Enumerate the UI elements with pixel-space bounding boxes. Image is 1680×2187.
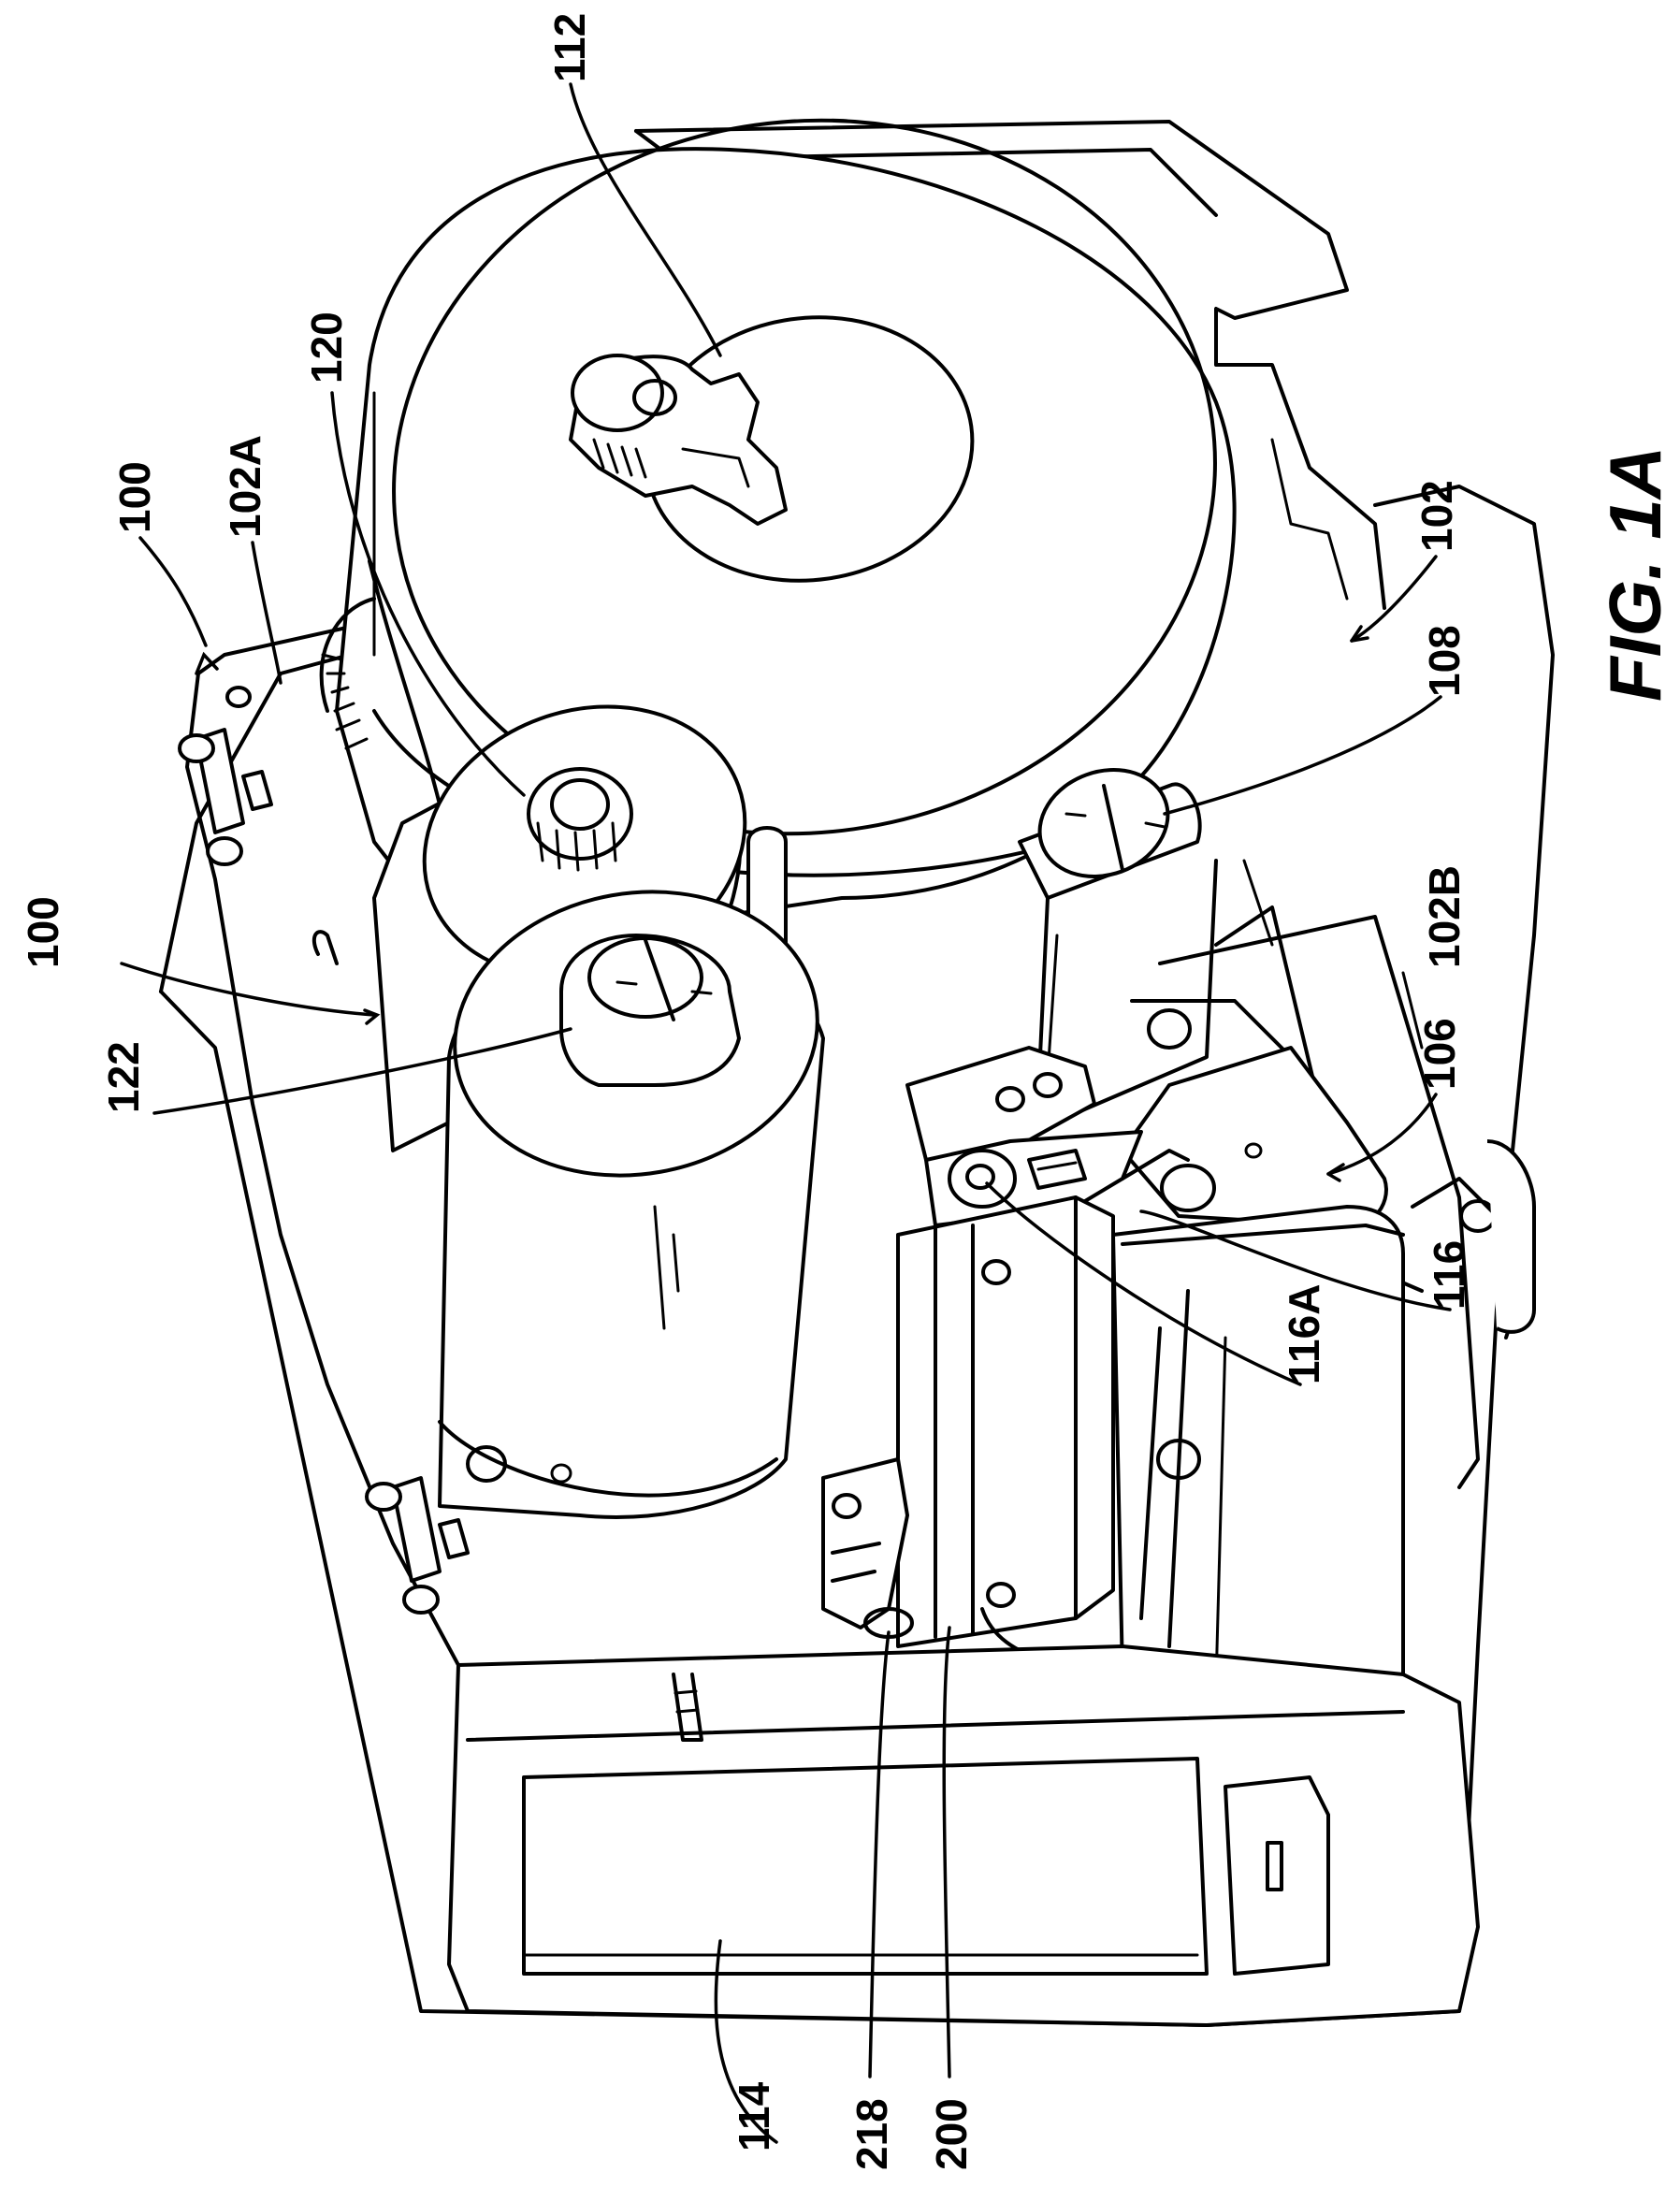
label-200: 200	[927, 2098, 976, 2170]
label-218: 218	[847, 2098, 896, 2170]
label-116a: 116A	[1280, 1284, 1328, 1384]
label-120: 120	[302, 311, 351, 384]
figure-caption: FIG. 1A	[1594, 446, 1676, 702]
label-106: 106	[1415, 1018, 1464, 1090]
label-108: 108	[1420, 625, 1469, 697]
label-102a: 102A	[221, 435, 269, 538]
label-100-mid: 100	[19, 896, 67, 968]
label-102: 102	[1412, 480, 1461, 552]
front-panel-114	[449, 1646, 1478, 2025]
label-122: 122	[99, 1041, 148, 1113]
label-114: 114	[730, 2081, 778, 2151]
label-116: 116	[1425, 1240, 1473, 1310]
label-112: 112	[545, 13, 594, 82]
ribbon-takeup-roll-122	[432, 863, 840, 1517]
print-head-assembly-106	[898, 1001, 1534, 1693]
label-100-top: 100	[110, 461, 159, 533]
label-102b: 102B	[1420, 865, 1469, 968]
